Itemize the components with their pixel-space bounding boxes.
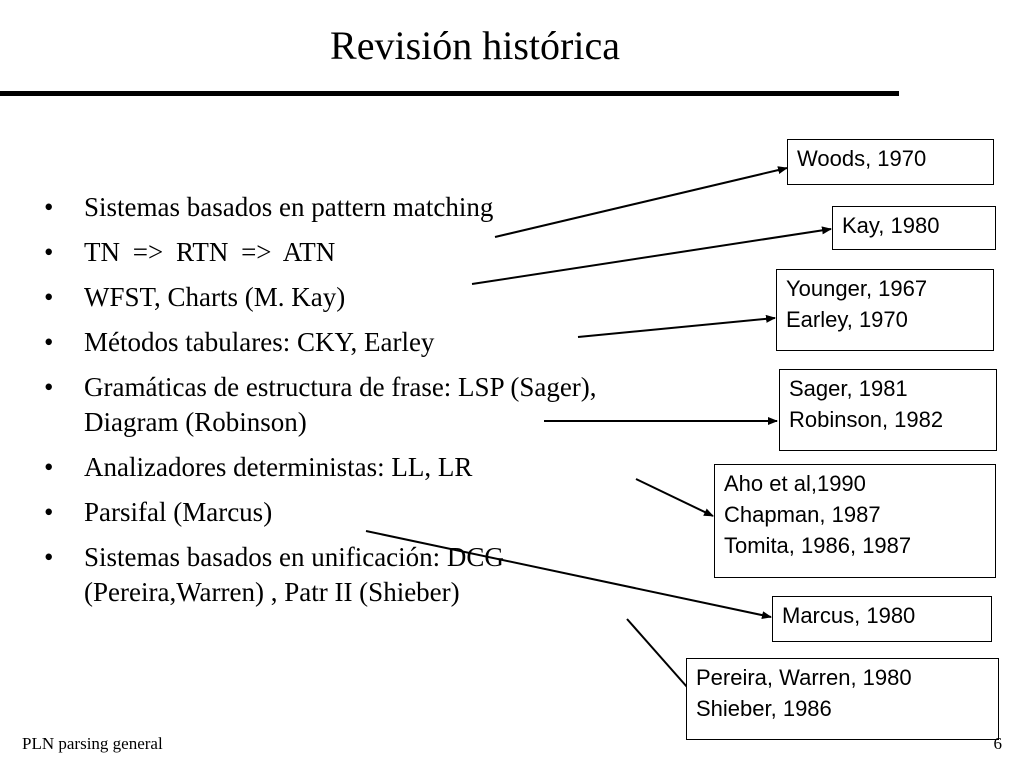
slide-title: Revisión histórica [330,23,620,68]
reference-box-woods: Woods, 1970 [787,139,994,185]
bullet-item: Parsifal (Marcus) [42,495,662,530]
title-underline [0,91,899,96]
slide-footer: PLN parsing general [22,734,163,753]
reference-box-pereira-shieber: Pereira, Warren, 1980 Shieber, 1986 [686,658,999,740]
bullet-item: Analizadores deterministas: LL, LR [42,450,662,485]
bullet-item: Métodos tabulares: CKY, Earley [42,325,662,360]
bullet-list: Sistemas basados en pattern matching TN … [42,190,662,620]
reference-box-kay: Kay, 1980 [832,206,996,250]
reference-box-aho-chapman-tomita: Aho et al,1990 Chapman, 1987 Tomita, 198… [714,464,996,578]
page-number: 6 [993,734,1003,753]
arrow-pereira-shieber [626,618,696,697]
bullet-item: Sistemas basados en unificación: DCG (Pe… [42,540,662,610]
bullet-item: Gramáticas de estructura de frase: LSP (… [42,370,662,440]
bullet-item: TN => RTN => ATN [42,235,662,270]
bullet-item: WFST, Charts (M. Kay) [42,280,662,315]
reference-box-sager-robinson: Sager, 1981 Robinson, 1982 [779,369,997,451]
reference-box-marcus: Marcus, 1980 [772,596,992,642]
reference-box-younger-earley: Younger, 1967 Earley, 1970 [776,269,994,351]
bullet-item: Sistemas basados en pattern matching [42,190,662,225]
